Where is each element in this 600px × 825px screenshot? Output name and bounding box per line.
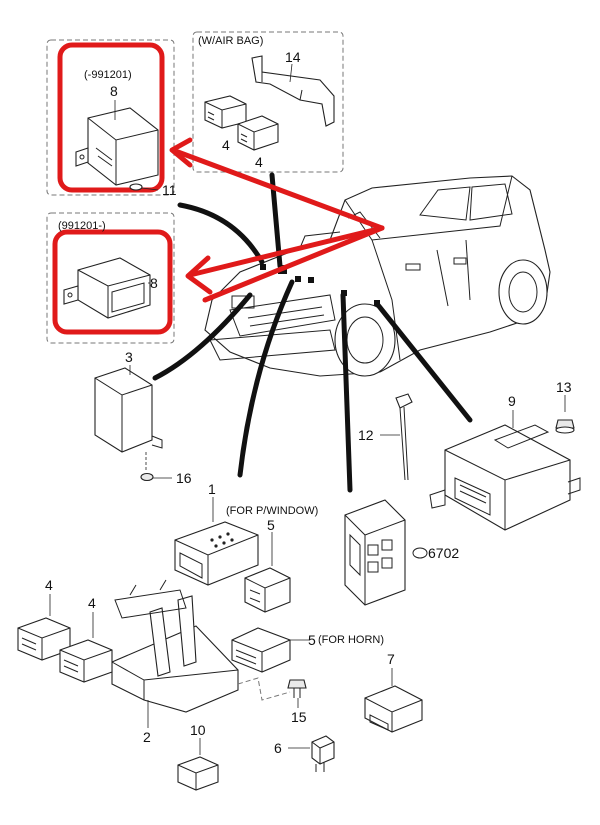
- note-before-date: (-991201): [84, 69, 132, 81]
- air-bag-group-frame: [192, 31, 344, 173]
- note-power-window: (FOR P/WINDOW): [226, 505, 318, 517]
- label-part-6702: 6702: [428, 545, 459, 561]
- bracket-2: [111, 579, 291, 728]
- relay-7: [364, 668, 423, 733]
- label-part-4-airbag-right: 4: [255, 154, 263, 170]
- highlight-box-bottom: [52, 229, 173, 335]
- note-air-bag: (W/AIR BAG): [198, 35, 263, 47]
- module-8-late: [63, 257, 151, 319]
- label-part-5-top: 5: [267, 517, 275, 533]
- relay-1-power-window: [174, 497, 259, 586]
- bracket-14: [251, 55, 335, 127]
- label-part-5-horn: 5: [308, 632, 316, 648]
- label-part-4-bottom-left: 4: [45, 577, 53, 593]
- label-part-14: 14: [285, 49, 301, 65]
- label-part-15: 15: [291, 709, 307, 725]
- label-part-12: 12: [358, 427, 374, 443]
- relay-4-airbag-right: [237, 115, 279, 151]
- connector-6: [288, 735, 335, 772]
- label-part-4-airbag-left: 4: [222, 137, 230, 153]
- label-part-6: 6: [274, 740, 282, 756]
- relay-5-horn: [231, 627, 310, 673]
- relay-5-top: [244, 532, 291, 613]
- nut-16: [140, 452, 172, 482]
- relay-10: [177, 738, 219, 791]
- junction-block-6702: [344, 499, 428, 606]
- bolt-13: [555, 395, 575, 434]
- highlight-arrows: [169, 137, 385, 303]
- label-part-11: 11: [162, 182, 177, 198]
- label-part-7: 7: [387, 651, 395, 667]
- label-part-16: 16: [176, 470, 192, 486]
- early-module-group-frame: [46, 39, 175, 196]
- module-8-early: [75, 100, 159, 186]
- label-part-3: 3: [125, 349, 133, 365]
- unit-3: [94, 365, 163, 453]
- vehicle-illustration: [204, 175, 551, 377]
- late-module-group-frame: [46, 212, 175, 344]
- screw-15: [287, 679, 307, 708]
- label-part-8-late: 8: [150, 275, 158, 291]
- label-part-8-early: 8: [110, 83, 118, 99]
- label-part-9: 9: [508, 393, 516, 409]
- label-part-1: 1: [208, 481, 216, 497]
- note-horn: (FOR HORN): [318, 634, 384, 646]
- label-part-10: 10: [190, 722, 206, 738]
- label-part-4-bottom-right: 4: [88, 595, 96, 611]
- label-part-2: 2: [143, 729, 151, 745]
- cable-tie-12: [380, 393, 413, 481]
- note-after-date: (991201-): [58, 220, 106, 232]
- relay-4-bottom-right: [59, 612, 113, 683]
- airbag-module-9: [429, 410, 581, 531]
- fastener-11: [129, 183, 159, 191]
- leader-callouts: [152, 172, 473, 493]
- label-part-13: 13: [556, 379, 572, 395]
- highlight-box-top: [57, 42, 165, 193]
